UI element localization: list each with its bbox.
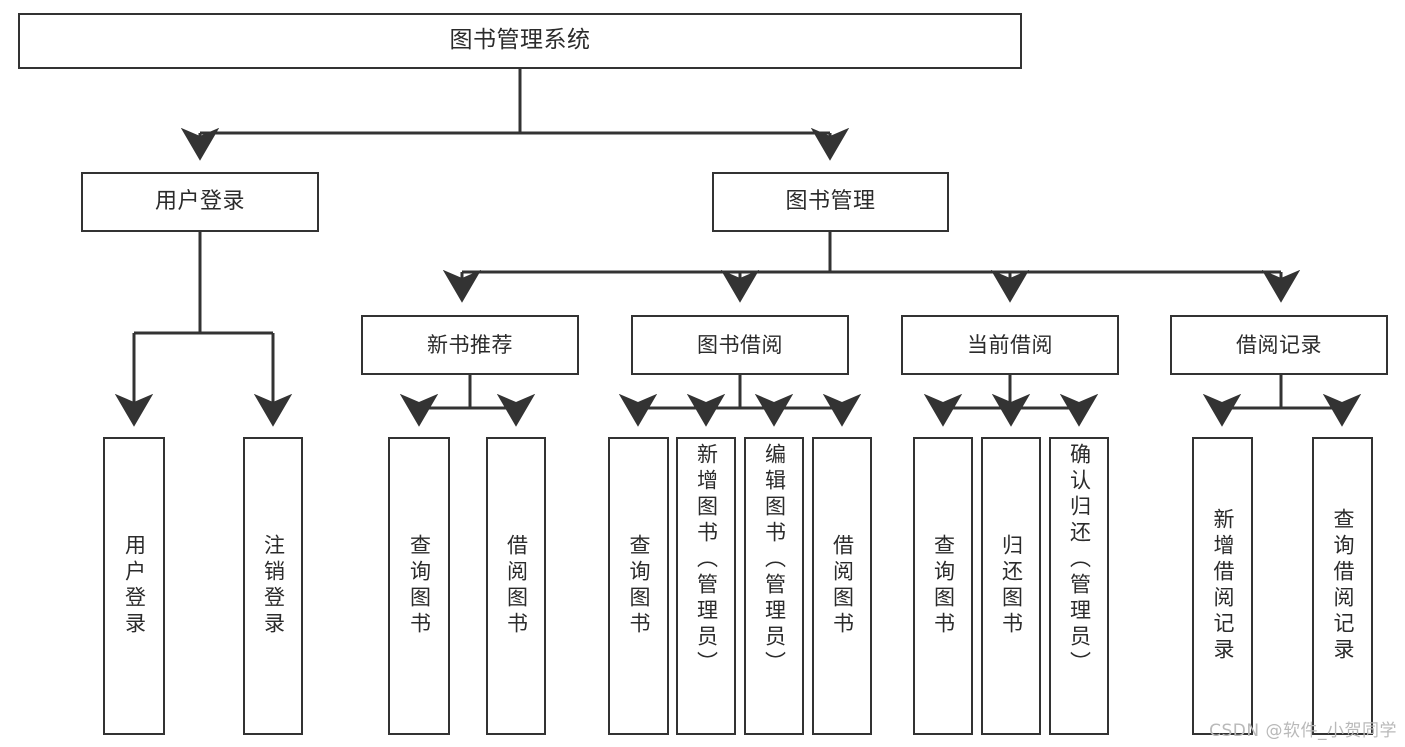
node-leaf-query-book-2[interactable]: 查询图书 [608,437,669,735]
node-leaf-borrow-book-1[interactable]: 借阅图书 [486,437,546,735]
node-leaf-add-book[interactable]: 新增图书（管理员） [676,437,736,735]
node-book-manage-label: 图书管理 [785,189,876,215]
node-new-book-recommend[interactable]: 新书推荐 [361,315,579,375]
node-leaf-borrow-book-2[interactable]: 借阅图书 [812,437,872,735]
node-leaf-query-book-3-label: 查询图书 [931,534,956,638]
node-root-label: 图书管理系统 [449,27,591,54]
node-leaf-confirm-return[interactable]: 确认归还（管理员） [1049,437,1109,735]
node-leaf-edit-book-label: 编辑图书（管理员） [762,443,787,677]
node-current-borrow[interactable]: 当前借阅 [901,315,1119,375]
csdn-watermark: CSDN @软件_小贺同学 [1209,721,1397,741]
node-book-borrow[interactable]: 图书借阅 [631,315,849,375]
node-leaf-return-book-label: 归还图书 [999,534,1024,638]
node-leaf-query-record-label: 查询借阅记录 [1331,508,1355,664]
node-leaf-edit-book[interactable]: 编辑图书（管理员） [744,437,804,735]
node-current-borrow-label: 当前借阅 [967,332,1053,357]
node-leaf-logout[interactable]: 注销登录 [243,437,303,735]
node-leaf-query-book-1[interactable]: 查询图书 [388,437,450,735]
node-leaf-confirm-return-label: 确认归还（管理员） [1067,443,1092,677]
node-leaf-user-login[interactable]: 用户登录 [103,437,165,735]
node-user-login-label: 用户登录 [154,189,245,215]
node-leaf-add-record[interactable]: 新增借阅记录 [1192,437,1253,735]
node-leaf-user-login-label: 用户登录 [122,534,147,638]
node-user-login[interactable]: 用户登录 [81,172,319,232]
node-leaf-add-record-label: 新增借阅记录 [1211,508,1235,664]
node-book-manage[interactable]: 图书管理 [712,172,949,232]
node-leaf-borrow-book-1-label: 借阅图书 [504,534,529,638]
node-book-borrow-label: 图书借阅 [697,332,783,357]
node-new-book-recommend-label: 新书推荐 [427,332,513,357]
node-borrow-record[interactable]: 借阅记录 [1170,315,1388,375]
node-leaf-query-record[interactable]: 查询借阅记录 [1312,437,1373,735]
node-root[interactable]: 图书管理系统 [18,13,1022,69]
node-leaf-query-book-3[interactable]: 查询图书 [913,437,973,735]
node-leaf-add-book-label: 新增图书（管理员） [694,443,719,677]
node-leaf-borrow-book-2-label: 借阅图书 [830,534,855,638]
node-leaf-query-book-2-label: 查询图书 [627,534,651,638]
node-borrow-record-label: 借阅记录 [1236,332,1322,357]
node-leaf-logout-label: 注销登录 [261,534,286,638]
node-leaf-return-book[interactable]: 归还图书 [981,437,1041,735]
node-leaf-query-book-1-label: 查询图书 [407,534,432,638]
